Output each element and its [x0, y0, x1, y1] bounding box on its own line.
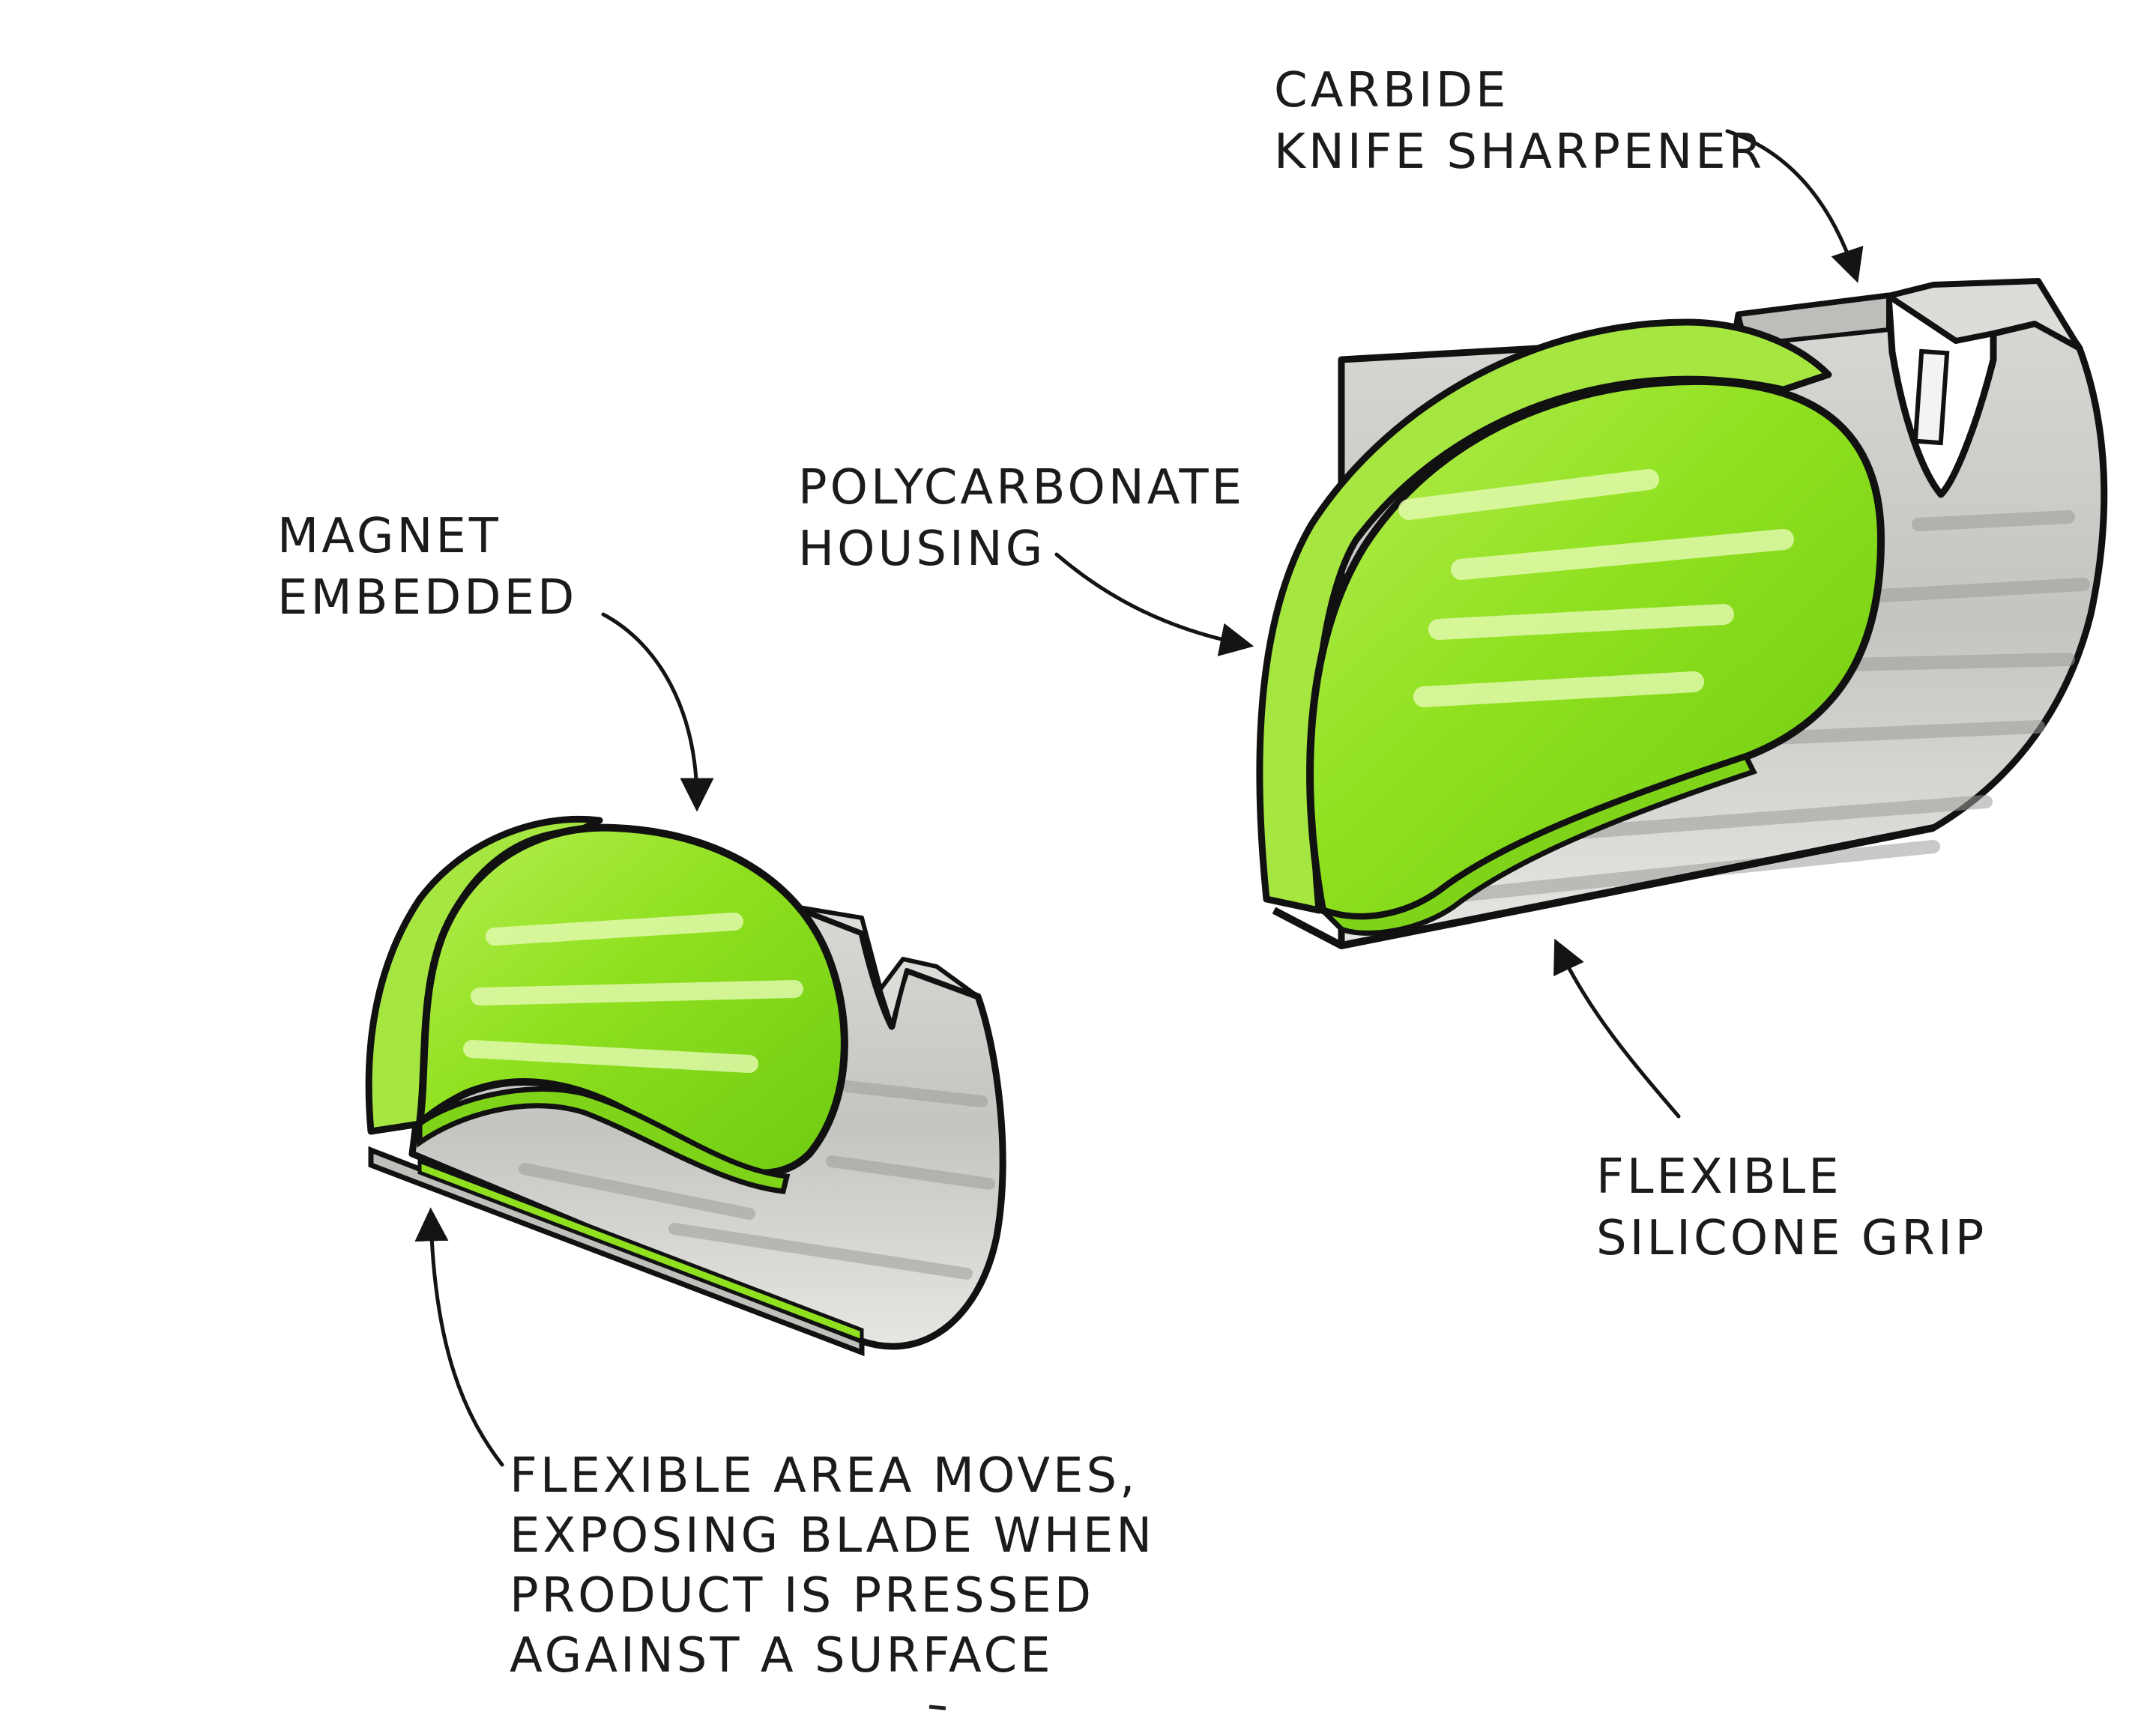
large-rear-green-side: [1256, 318, 1832, 914]
arrow-icon: [1054, 552, 1254, 656]
carbide-plate: [1912, 348, 1950, 446]
label-line: KNIFE SHARPENER: [1274, 124, 1766, 180]
arrow-icon: [1553, 938, 1681, 1119]
label-flexible-area-moves: FLEXIBLE AREA MOVES, EXPOSING BLADE WHEN…: [510, 1446, 1155, 1686]
large-base-edge: [1272, 824, 1934, 949]
small-cutter-device: [365, 815, 1006, 1357]
label-line: SILICONE GRIP: [1596, 1211, 1987, 1266]
arrow-icon: [601, 612, 714, 812]
blade-green-strip: [417, 1158, 864, 1344]
label-line: EXPOSING BLADE WHEN: [510, 1508, 1156, 1564]
small-gray-shading: [519, 1080, 995, 1280]
label-flexible-silicone-grip: FLEXIBLE SILICONE GRIP: [1596, 1146, 1987, 1269]
label-carbide-knife-sharpener: CARBIDE KNIFE SHARPENER: [1274, 60, 1765, 183]
small-green-highlights: [463, 913, 803, 1073]
label-line: AGAINST A SURFACE: [510, 1628, 1054, 1684]
label-polycarbonate-housing: POLYCARBONATE HOUSING: [798, 457, 1245, 580]
label-line: CARBIDE: [1274, 63, 1509, 118]
green-highlights: [1398, 469, 1794, 707]
label-line: POLYCARBONATE: [798, 460, 1245, 515]
callout-arrows: [414, 129, 1864, 1467]
small-green-lip: [417, 1086, 791, 1194]
label-line: HOUSING: [798, 521, 1046, 577]
arrow-icon: [414, 1207, 504, 1467]
label-line: MAGNET: [277, 509, 501, 564]
label-line: FLEXIBLE: [1596, 1149, 1842, 1205]
small-notch-top: [792, 904, 980, 1029]
label-line: FLEXIBLE AREA MOVES,: [510, 1448, 1138, 1504]
sharpener-top-face: [1885, 278, 2083, 351]
label-line: EMBEDDED: [277, 570, 578, 626]
pen-tick: [928, 1705, 946, 1711]
large-sharpener-device: [1256, 278, 2108, 949]
arrow-icon: [1725, 129, 1864, 283]
large-green-lip: [1320, 753, 1757, 936]
label-magnet-embedded: MAGNET EMBEDDED: [277, 506, 577, 629]
label-line: PRODUCT IS PRESSED: [510, 1568, 1094, 1624]
